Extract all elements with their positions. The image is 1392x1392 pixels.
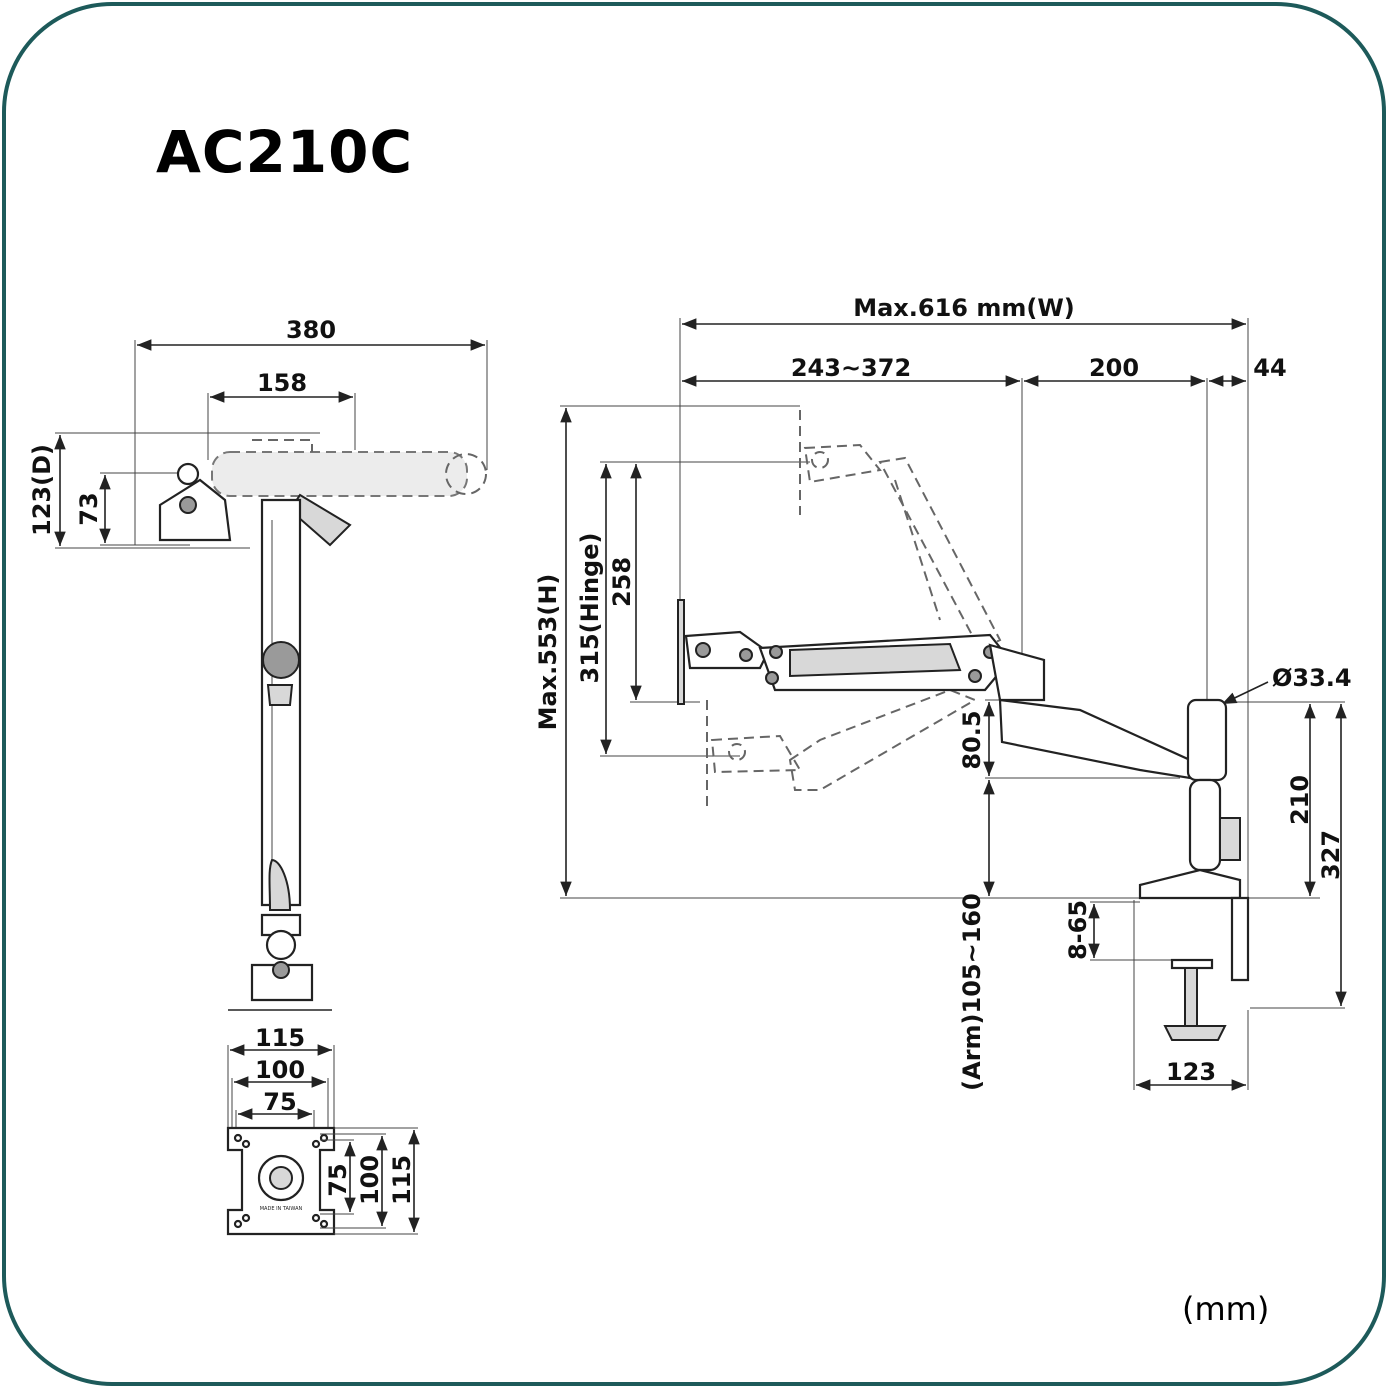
label-hinge-travel: 258 xyxy=(608,557,636,607)
label-vesa-side-mid: 100 xyxy=(356,1155,384,1205)
extended-arm-outline xyxy=(211,451,468,497)
label-top-inner-width: 158 xyxy=(257,369,307,397)
clamp-base-top xyxy=(250,963,314,1002)
lower-arm-side xyxy=(998,698,1192,780)
extended-arm-end xyxy=(445,453,487,495)
label-pole-diameter: Ø33.4 xyxy=(1272,664,1352,692)
clamp-screw-side xyxy=(1184,967,1198,1027)
label-arm-range: (Arm)105~160 xyxy=(958,893,986,1091)
vesa-plate-stamp: MADE IN TAIWAN xyxy=(260,1206,303,1212)
clamp-handle-side xyxy=(1163,1025,1227,1041)
dim-leader-diameter xyxy=(1221,681,1269,705)
label-pole-offset: 44 xyxy=(1253,354,1286,382)
label-vesa-mid: 100 xyxy=(255,1056,305,1084)
pole-top-side xyxy=(1186,698,1228,782)
clamp-pad-side xyxy=(1170,958,1214,970)
label-total-height: 327 xyxy=(1317,830,1345,880)
clamp-body-side xyxy=(1230,896,1250,982)
label-clamp-thickness: 8-65 xyxy=(1064,900,1092,960)
elbow-joint-side xyxy=(988,643,1046,702)
model-title: AC210C xyxy=(156,118,414,186)
arm-joint-knob-icon xyxy=(262,641,300,679)
label-max-width: Max.616 mm(W) xyxy=(853,294,1075,322)
top-view: 380 158 123(D) 73 xyxy=(28,316,488,1011)
label-arm-reach: 243~372 xyxy=(791,354,911,382)
label-vesa-outer: 115 xyxy=(255,1024,305,1052)
label-vesa-side-inner: 75 xyxy=(324,1163,352,1196)
tilt-knob-icon xyxy=(179,496,197,514)
side-view: Max.616 mm(W) 243~372 200 44 Max.553(H) … xyxy=(534,294,1352,1091)
clamp-knob-icon xyxy=(272,961,290,979)
pole-body-side xyxy=(1188,778,1222,872)
label-vesa-side-outer: 115 xyxy=(388,1155,416,1205)
arm-lower-outline xyxy=(788,688,978,791)
clamp-top-side xyxy=(1138,868,1242,900)
label-hinge-height: 315(Hinge) xyxy=(576,533,604,684)
label-clamp-depth: 123 xyxy=(1166,1058,1216,1086)
label-max-height: Max.553(H) xyxy=(534,574,562,731)
label-depth: 123(D) xyxy=(28,444,56,536)
vesa-plate: 115 100 75 MADE IN TAIWAN 75 100 115 xyxy=(226,1024,420,1236)
label-arm-segment: 200 xyxy=(1089,354,1139,382)
label-arm-step: 80.5 xyxy=(958,710,986,769)
pole-cap-outline xyxy=(252,439,313,452)
label-top-width: 380 xyxy=(286,316,336,344)
tilt-screw-icon xyxy=(695,642,711,658)
label-pole-height: 210 xyxy=(1286,775,1314,825)
monitor-plate-side xyxy=(677,599,685,705)
label-vesa-inner: 75 xyxy=(263,1088,296,1116)
arm-upper-outline xyxy=(878,456,1002,652)
label-depth-inner: 73 xyxy=(75,492,103,525)
units-label: (mm) xyxy=(1182,1290,1270,1328)
